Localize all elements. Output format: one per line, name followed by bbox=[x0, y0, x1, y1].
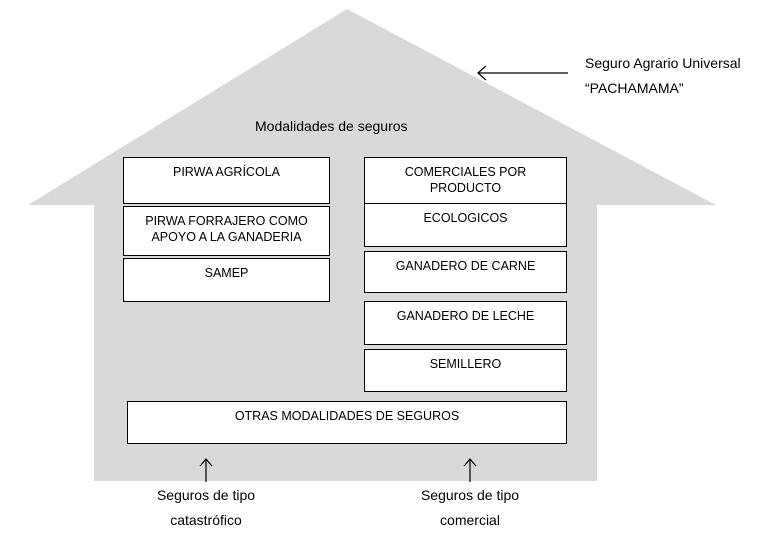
box-otras-modalidades: OTRAS MODALIDADES DE SEGUROS bbox=[127, 401, 567, 444]
diagram-title: Modalidades de seguros bbox=[255, 118, 408, 134]
box-comerciales-por-producto: COMERCIALES POR PRODUCTO bbox=[364, 157, 567, 204]
box-label: ECOLOGICOS bbox=[423, 211, 508, 225]
box-label: GANADERO DE CARNE bbox=[395, 259, 536, 273]
footer-line: Seguros de tipo bbox=[420, 487, 520, 503]
program-label-line1: Seguro Agrario Universal bbox=[585, 55, 741, 71]
up-arrow-icon bbox=[199, 458, 213, 482]
footer-line: comercial bbox=[440, 512, 500, 528]
box-samep: SAMEP bbox=[123, 258, 330, 302]
box-label: COMERCIALES POR bbox=[404, 165, 527, 179]
footer-line: Seguros de tipo bbox=[156, 487, 256, 503]
footer-line: catastrófico bbox=[170, 512, 242, 528]
box-semillero: SEMILLERO bbox=[364, 349, 567, 392]
box-label: PIRWA FORRAJERO COMO bbox=[145, 214, 308, 228]
left-arrow-icon bbox=[477, 65, 568, 81]
box-pirwa-forrajero: PIRWA FORRAJERO COMO APOYO A LA GANADERI… bbox=[123, 206, 330, 256]
up-arrow-icon bbox=[463, 458, 477, 482]
box-ganadero-de-carne: GANADERO DE CARNE bbox=[364, 251, 567, 293]
footer-label-catastrophic: Seguros de tipo catastrófico bbox=[136, 486, 276, 529]
box-ecologicos: ECOLOGICOS bbox=[364, 203, 567, 247]
box-label: SAMEP bbox=[204, 266, 249, 280]
box-label: OTRAS MODALIDADES DE SEGUROS bbox=[234, 409, 460, 423]
box-pirwa-agricola: PIRWA AGRÍCOLA bbox=[123, 157, 330, 204]
box-label: GANADERO DE LECHE bbox=[396, 309, 535, 323]
program-label-line2: “PACHAMAMA” bbox=[585, 80, 684, 96]
box-label: SEMILLERO bbox=[429, 357, 502, 371]
footer-label-commercial: Seguros de tipo comercial bbox=[400, 486, 540, 529]
box-label: APOYO A LA GANADERIA bbox=[151, 230, 302, 244]
box-label: PRODUCTO bbox=[429, 181, 502, 195]
box-ganadero-de-leche: GANADERO DE LECHE bbox=[364, 301, 567, 345]
box-label: PIRWA AGRÍCOLA bbox=[173, 165, 280, 179]
